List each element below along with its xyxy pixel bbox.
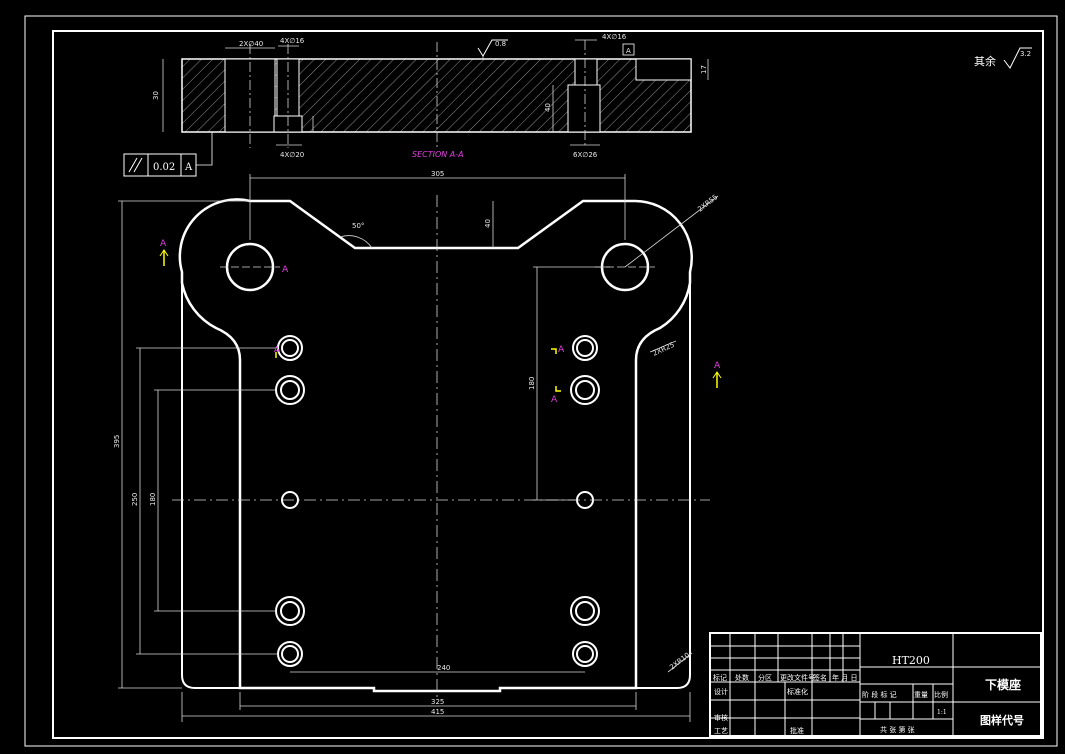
section-dim-d3: 4X∅20 <box>280 151 304 159</box>
plan-dim-h-left1: 250 <box>131 493 139 506</box>
datum-box <box>622 43 635 56</box>
roughness-value: 3.2 <box>1020 50 1031 58</box>
plan-dim-inner-width: 240 <box>437 664 450 672</box>
tb-sheet-info: 共 张 第 张 <box>880 725 915 734</box>
material-label: HT200 <box>892 654 930 667</box>
cut-label-hole-3: A <box>274 345 280 354</box>
plan-dim-bottom-width: 325 <box>431 698 444 706</box>
plan-dim-h-right: 180 <box>528 377 536 390</box>
section-dim-d5: 6X∅26 <box>573 151 598 159</box>
section-dim-h-pocket: 40 <box>544 103 552 112</box>
section-dim-h-total: 30 <box>152 91 160 100</box>
plan-dim-angle: 50° <box>352 222 364 230</box>
tb-scale-value: 1:1 <box>937 709 947 716</box>
tb-weight-label: 重量 <box>914 691 928 699</box>
title-block <box>709 632 1042 737</box>
section-markers <box>159 249 722 392</box>
tb-row-label-5: 年 月 日 <box>832 673 857 682</box>
section-roughness-value: 0.8 <box>495 40 506 48</box>
tb-standardization: 标准化 <box>787 687 808 696</box>
tb-row-label-0: 标记 <box>713 673 727 682</box>
tb-row-label-2: 分区 <box>758 673 772 682</box>
section-dim-h-step: 17 <box>700 65 708 74</box>
tb-stage-label: 阶 段 标 记 <box>862 690 897 699</box>
tb-process: 工艺 <box>714 727 728 735</box>
section-label: SECTION A-A <box>412 150 464 159</box>
tb-row-label-1: 处数 <box>735 673 749 682</box>
section-dim-d2: 4X∅16 <box>280 37 305 45</box>
tb-design: 设计 <box>714 687 728 696</box>
plan-dim-r-corner: 2XR10 <box>668 651 691 671</box>
roughness-symbol-icon <box>1003 47 1032 69</box>
plan-dim-h-left2: 180 <box>149 493 157 506</box>
section-dim-d4: 4X∅16 <box>602 33 627 41</box>
tb-row-label-4: 签名 <box>813 673 827 682</box>
tb-scale-label: 比例 <box>934 690 948 699</box>
plan-view <box>118 174 719 722</box>
tb-review: 审核 <box>714 713 728 722</box>
cut-label-right: A <box>714 361 721 371</box>
plan-dim-r-top: 2XR55 <box>696 193 719 213</box>
cut-label-hole-1: A <box>558 345 565 355</box>
flatness-value: 0.02 <box>153 162 175 173</box>
tb-row-label-3: 更改文件号 <box>780 673 815 682</box>
section-dim-d1: 2X∅40 <box>239 40 263 48</box>
flatness-datum: A <box>184 162 193 173</box>
plan-dim-overall-height: 395 <box>113 435 121 448</box>
cut-label-left: A <box>160 239 167 249</box>
plan-dim-top-width: 305 <box>431 170 444 178</box>
part-name: 下模座 <box>985 677 1021 692</box>
outer-frame <box>24 15 1058 747</box>
drawing-no-label: 图样代号 <box>980 713 1024 727</box>
plan-dim-r-mid: 2XR25 <box>651 341 675 358</box>
cut-label-hole-left: A <box>282 265 289 275</box>
flatness-frame <box>123 132 213 177</box>
plan-dim-overall-width: 415 <box>431 708 444 716</box>
section-view <box>162 39 709 148</box>
inner-frame <box>52 30 1044 739</box>
cut-label-hole-2: A <box>551 395 558 405</box>
plan-dim-notch-depth: 40 <box>484 219 492 228</box>
tb-approve: 批准 <box>790 726 804 735</box>
roughness-note: 其余 <box>974 54 996 68</box>
datum-label: A <box>626 47 631 55</box>
section-roughness-icon <box>477 39 508 57</box>
